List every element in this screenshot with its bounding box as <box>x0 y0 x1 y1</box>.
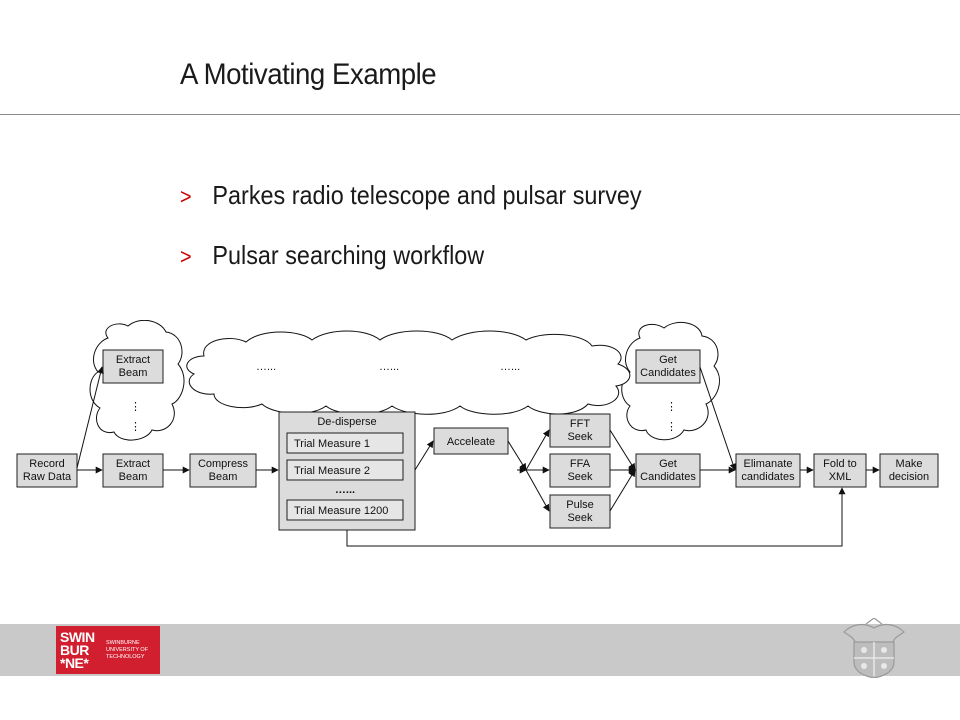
title-divider <box>0 114 960 115</box>
extract-beam-top-node: Extract Beam <box>102 349 164 384</box>
fold-to-xml-node: Fold to XML <box>813 453 867 488</box>
bullet-item: > Parkes radio telescope and pulsar surv… <box>180 180 642 240</box>
eliminate-candidates-node: Elimanate candidates <box>735 453 801 488</box>
bullet-marker-icon: > <box>180 184 192 209</box>
cloud-ellipsis: …... <box>256 361 276 373</box>
svg-text:Fold to: Fold to <box>823 458 857 470</box>
svg-text:Pulse: Pulse <box>566 499 594 511</box>
bullet-list: > Parkes radio telescope and pulsar surv… <box>180 180 693 300</box>
bullet-marker-icon: > <box>180 244 192 269</box>
logo-sub-text: SWINBURNE UNIVERSITY OF TECHNOLOGY <box>106 639 149 660</box>
record-raw-data-node: Record Raw Data <box>16 453 78 488</box>
vertical-dots-right: ⋮ <box>666 421 677 433</box>
svg-text:Candidates: Candidates <box>640 367 696 379</box>
vertical-dots-right: ⋮ <box>666 401 677 413</box>
de-disperse-label: De-disperse <box>317 416 376 428</box>
cloud-ellipsis: …... <box>379 361 399 373</box>
svg-text:Seek: Seek <box>567 512 593 524</box>
svg-text:Trial Measure 1: Trial Measure 1 <box>294 438 370 450</box>
svg-text:Beam: Beam <box>119 471 148 483</box>
get-candidates-top-node: Get Candidates <box>635 349 701 384</box>
swinburne-logo: SWIN BUR *NE* SWINBURNE UNIVERSITY OF TE… <box>56 626 160 674</box>
extract-beam-node: Extract Beam <box>102 453 164 488</box>
svg-text:Get: Get <box>659 458 677 470</box>
svg-text:XML: XML <box>829 471 852 483</box>
trial-ellipsis: …... <box>335 484 355 496</box>
accelerate-node: Acceleate <box>433 427 509 455</box>
svg-text:Seek: Seek <box>567 471 593 483</box>
svg-text:Get: Get <box>659 354 677 366</box>
svg-text:Trial Measure 2: Trial Measure 2 <box>294 465 370 477</box>
svg-text:Candidates: Candidates <box>640 471 696 483</box>
svg-text:candidates: candidates <box>741 471 795 483</box>
slide-title: A Motivating Example <box>180 58 437 91</box>
svg-text:Extract: Extract <box>116 354 150 366</box>
bullet-text: Parkes radio telescope and pulsar survey <box>212 180 642 210</box>
svg-text:Compress: Compress <box>198 458 249 470</box>
bullet-item: > Pulsar searching workflow <box>180 240 642 300</box>
fft-seek-node: FFT Seek <box>549 413 611 448</box>
university-crest-icon <box>843 618 905 678</box>
cloud-ellipsis: …... <box>500 361 520 373</box>
svg-text:Elimanate: Elimanate <box>744 458 793 470</box>
workflow-edges <box>76 366 880 547</box>
pulse-seek-node: Pulse Seek <box>549 494 611 529</box>
workflow-diagram: …... …... …... ⋮ ⋮ ⋮ ⋮ De-disperse Trial… <box>16 320 939 547</box>
trial-measure-1200: Trial Measure 1200 <box>286 499 404 521</box>
svg-text:FFA: FFA <box>570 458 591 470</box>
compress-beam-node: Compress Beam <box>189 453 257 488</box>
bullet-text: Pulsar searching workflow <box>212 240 485 270</box>
vertical-dots-left: ⋮ <box>130 421 141 433</box>
vertical-dots-left: ⋮ <box>130 401 141 413</box>
logo-main-text: SWIN BUR *NE* <box>60 628 95 671</box>
trial-measure-1: Trial Measure 1 <box>286 432 404 454</box>
get-candidates-node: Get Candidates <box>635 453 701 488</box>
ffa-seek-node: FFA Seek <box>549 453 611 488</box>
svg-text:FFT: FFT <box>570 418 590 430</box>
svg-text:Acceleate: Acceleate <box>447 436 495 448</box>
footer-bar: SWIN BUR *NE* SWINBURNE UNIVERSITY OF TE… <box>0 618 960 678</box>
svg-text:Beam: Beam <box>209 471 238 483</box>
svg-text:Beam: Beam <box>119 367 148 379</box>
svg-text:Seek: Seek <box>567 431 593 443</box>
svg-text:Make: Make <box>896 458 923 470</box>
svg-text:Extract: Extract <box>116 458 150 470</box>
svg-text:Trial Measure 1200: Trial Measure 1200 <box>294 505 388 517</box>
cloud-middle <box>186 330 631 415</box>
svg-text:decision: decision <box>889 471 929 483</box>
svg-text:Record: Record <box>29 458 64 470</box>
svg-text:Raw Data: Raw Data <box>23 471 72 483</box>
make-decision-node: Make decision <box>879 453 939 488</box>
trial-measure-2: Trial Measure 2 <box>286 459 404 481</box>
